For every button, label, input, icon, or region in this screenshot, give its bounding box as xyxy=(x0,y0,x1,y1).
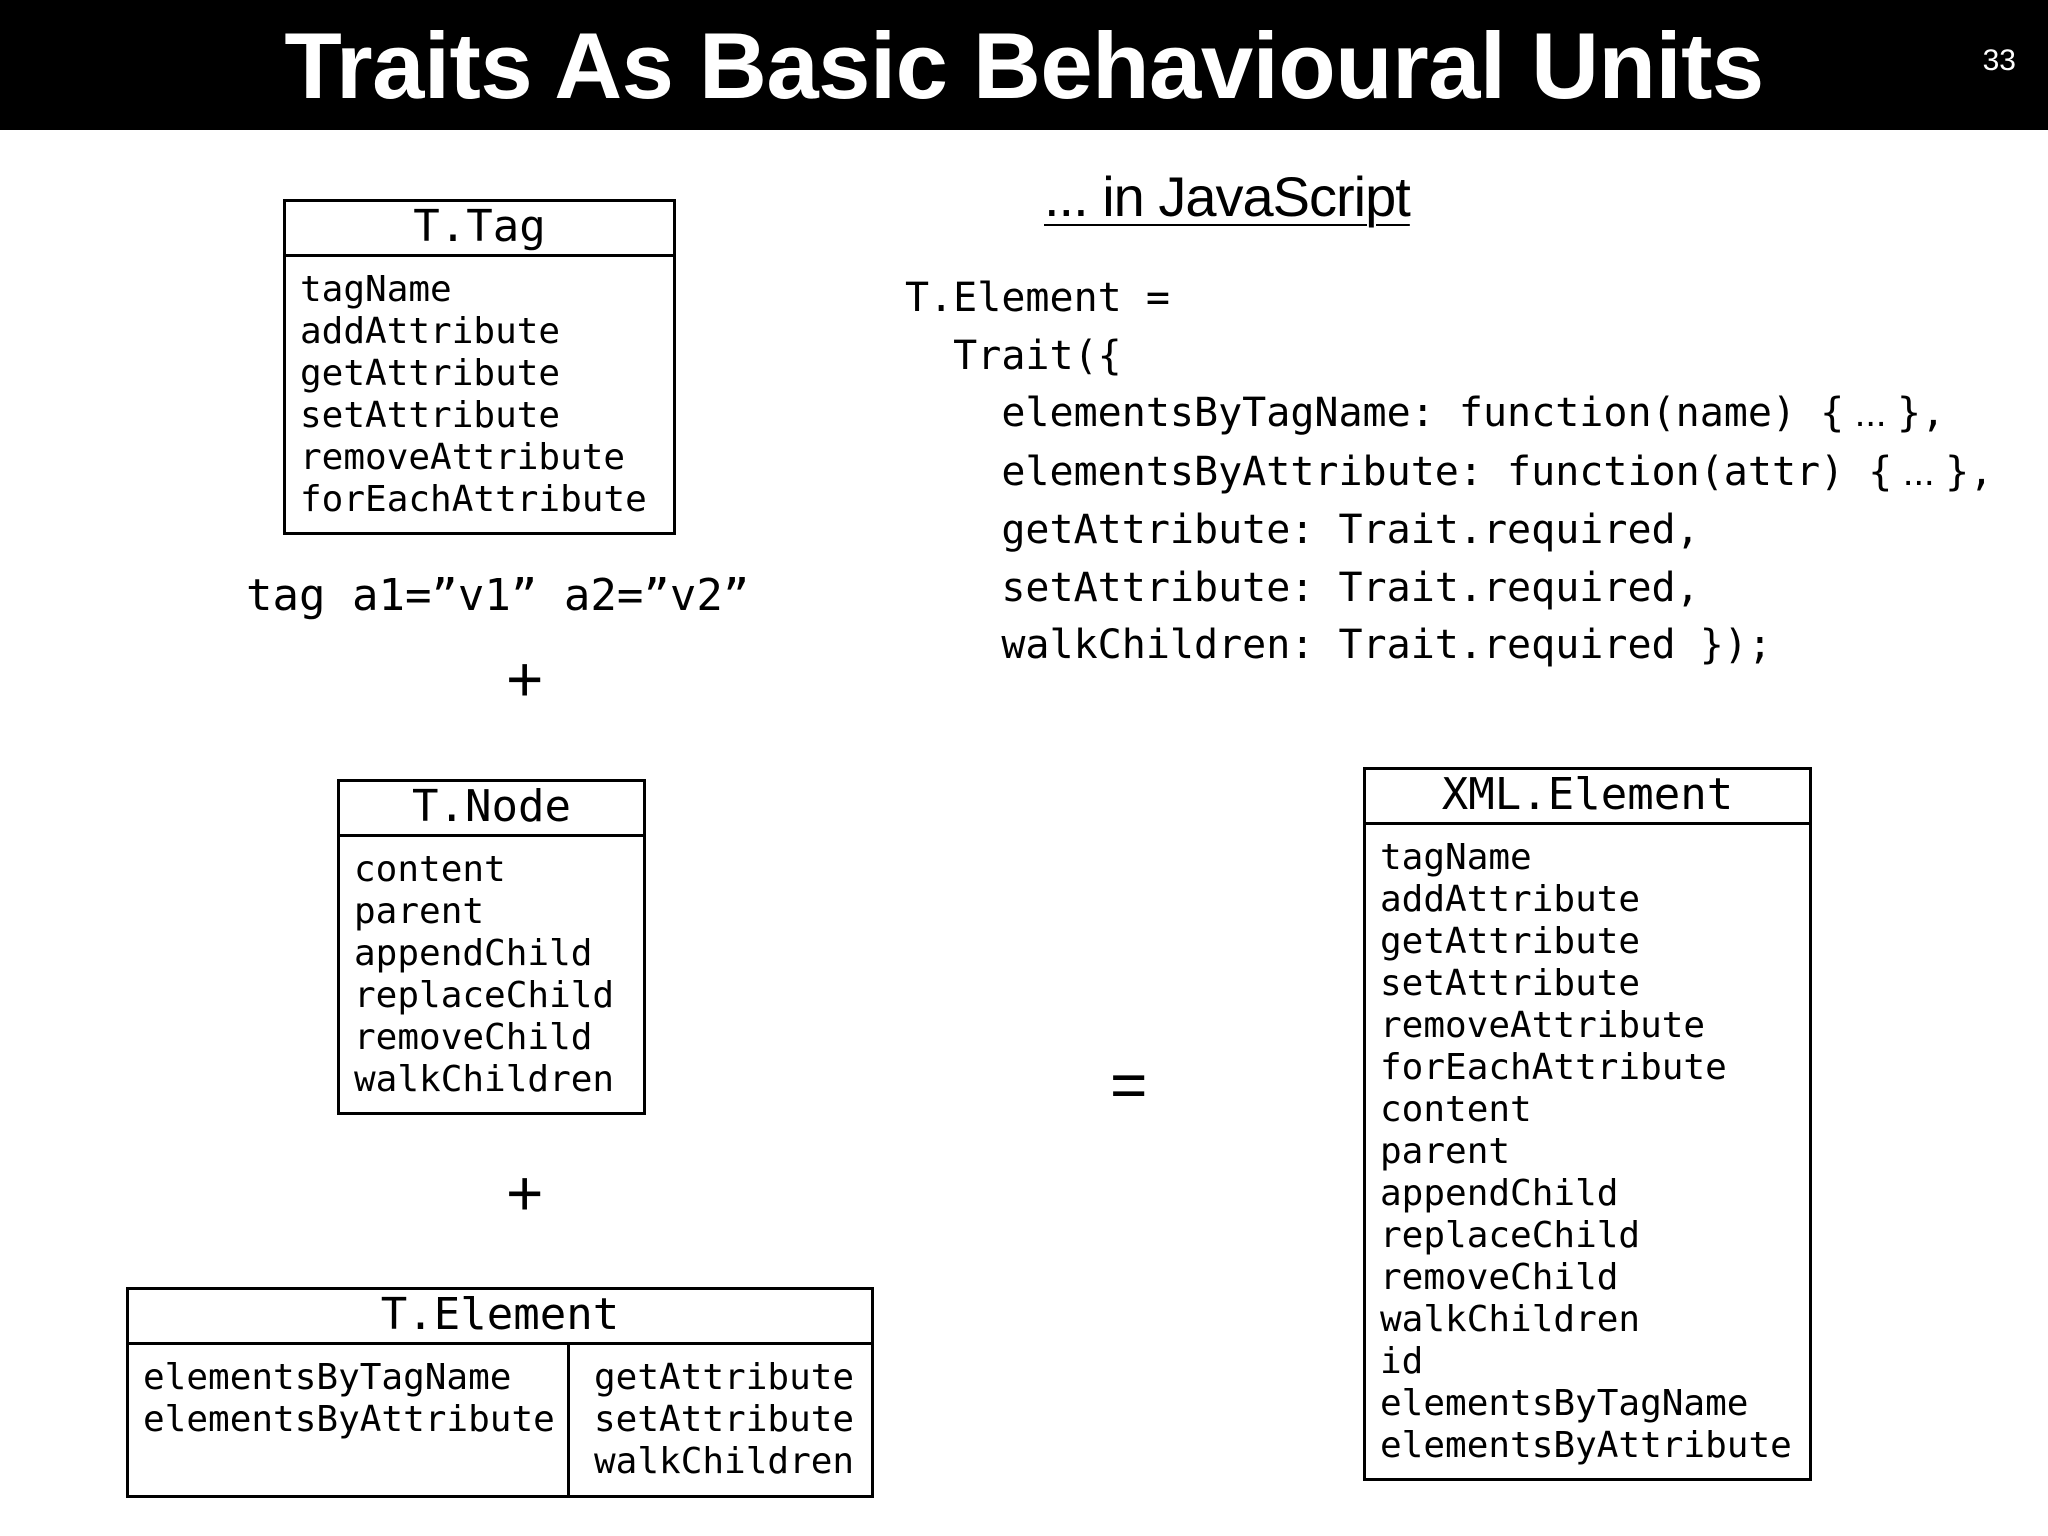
xmlelement-member: replaceChild xyxy=(1380,1215,1641,1256)
telement-required-methods: getAttribute setAttribute walkChildren xyxy=(570,1345,871,1495)
telement-title: T.Element xyxy=(129,1290,871,1345)
ttag-member: setAttribute xyxy=(300,395,561,436)
telement-provided-method: elementsByAttribute xyxy=(143,1399,555,1440)
plus-operator-1: + xyxy=(506,643,544,715)
slide-number: 33 xyxy=(1982,44,2016,77)
code-line-3: elementsByTagName: function(name) { ... … xyxy=(905,385,1993,444)
tnode-member: parent xyxy=(354,891,485,932)
slide-header: Traits As Basic Behavioural Units 33 xyxy=(0,0,2048,130)
code-line-1: T.Element = xyxy=(905,275,1170,321)
xmlelement-member: id xyxy=(1380,1341,1424,1382)
code-line-3-prefix: elementsByTagName: function(name) { xyxy=(905,390,1845,436)
code-line-4-ellipsis: ... xyxy=(1892,451,1946,494)
ttag-member: removeAttribute xyxy=(300,437,626,478)
telement-columns: elementsByTagName elementsByAttribute ge… xyxy=(129,1345,871,1495)
ttag-member: tagName xyxy=(300,269,452,310)
telement-provided-method: elementsByTagName xyxy=(143,1357,512,1398)
code-line-4-prefix: elementsByAttribute: function(attr) { xyxy=(905,448,1893,495)
xmlelement-member: appendChild xyxy=(1380,1173,1619,1214)
code-line-3-ellipsis: ... xyxy=(1844,393,1897,435)
ttag-member: addAttribute xyxy=(300,311,561,352)
tag-example-text: tag a1=”v1” a2=”v2” xyxy=(246,570,750,621)
xmlelement-member: elementsByTagName xyxy=(1380,1383,1749,1424)
slide-title: Traits As Basic Behavioural Units xyxy=(284,13,1764,118)
tnode-member: appendChild xyxy=(354,933,593,974)
telement-required-method: getAttribute xyxy=(594,1357,855,1398)
equals-operator: = xyxy=(1110,1049,1148,1121)
ttag-members: tagName addAttribute getAttribute setAtt… xyxy=(286,257,673,521)
xmlelement-member: removeAttribute xyxy=(1380,1005,1706,1046)
tnode-members: content parent appendChild replaceChild … xyxy=(340,837,643,1101)
telement-box: T.Element elementsByTagName elementsByAt… xyxy=(126,1287,874,1498)
tnode-member: removeChild xyxy=(354,1017,593,1058)
code-line-4-suffix: }, xyxy=(1945,448,1994,495)
xmlelement-member: setAttribute xyxy=(1380,963,1641,1004)
xmlelement-members: tagName addAttribute getAttribute setAtt… xyxy=(1366,825,1809,1467)
xmlelement-member: walkChildren xyxy=(1380,1299,1641,1340)
ttag-member: forEachAttribute xyxy=(300,479,647,520)
telement-provided-methods: elementsByTagName elementsByAttribute xyxy=(129,1345,570,1495)
code-line-4: elementsByAttribute: function(attr) { ..… xyxy=(905,444,1993,503)
ttag-title: T.Tag xyxy=(286,202,673,257)
plus-operator-2: + xyxy=(506,1157,544,1229)
xmlelement-box: XML.Element tagName addAttribute getAttr… xyxy=(1363,767,1812,1481)
code-line-7: walkChildren: Trait.required }); xyxy=(905,622,1772,668)
xmlelement-member: removeChild xyxy=(1380,1257,1619,1298)
tnode-box: T.Node content parent appendChild replac… xyxy=(337,779,646,1115)
javascript-code-block: T.Element = Trait({ elementsByTagName: f… xyxy=(905,270,1993,675)
xmlelement-member: parent xyxy=(1380,1131,1511,1172)
xmlelement-member: tagName xyxy=(1380,837,1532,878)
xmlelement-member: getAttribute xyxy=(1380,921,1641,962)
tnode-member: replaceChild xyxy=(354,975,615,1016)
ttag-box: T.Tag tagName addAttribute getAttribute … xyxy=(283,199,676,535)
xmlelement-member: forEachAttribute xyxy=(1380,1047,1727,1088)
code-line-3-suffix: }, xyxy=(1897,390,1946,436)
code-line-5: getAttribute: Trait.required, xyxy=(905,507,1700,553)
xmlelement-member: addAttribute xyxy=(1380,879,1641,920)
xmlelement-member: content xyxy=(1380,1089,1532,1130)
tnode-title: T.Node xyxy=(340,782,643,837)
telement-required-method: setAttribute xyxy=(594,1399,855,1440)
telement-required-method: walkChildren xyxy=(594,1441,855,1482)
code-line-2: Trait({ xyxy=(905,332,1122,379)
ttag-member: getAttribute xyxy=(300,353,561,394)
tnode-member: content xyxy=(354,849,506,890)
code-line-6: setAttribute: Trait.required, xyxy=(905,564,1700,611)
xmlelement-member: elementsByAttribute xyxy=(1380,1425,1792,1466)
section-subtitle: ... in JavaScript xyxy=(1044,165,1411,228)
tnode-member: walkChildren xyxy=(354,1059,615,1100)
xmlelement-title: XML.Element xyxy=(1366,770,1809,825)
